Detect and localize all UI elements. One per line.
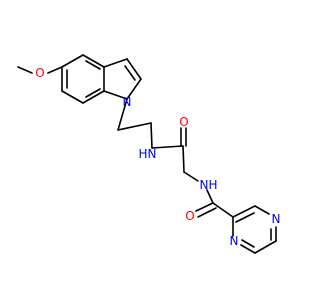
structure-diagram: O N O N H N H O N N xyxy=(17,54,280,254)
bond-c3-c2 xyxy=(126,58,142,80)
bond-pz-c2-c3-inner xyxy=(235,212,255,223)
bond-ch2-n2 xyxy=(183,171,199,182)
bond-pz-c2-c3 xyxy=(232,205,256,218)
bond-pz-c5-c6 xyxy=(254,240,277,254)
bond-c3-c2-inner xyxy=(124,65,136,81)
bond-ch2b-n xyxy=(150,122,153,149)
nitrogen-pyrazine-1: N xyxy=(272,212,281,226)
bond-pz-c6-n1-inner xyxy=(241,239,255,248)
oxygen-carbonyl-2: O xyxy=(185,209,194,223)
nitrogen-amide-1: N xyxy=(148,147,157,161)
bond-ch2a-ch2b xyxy=(117,122,152,131)
bond-c-ch2 xyxy=(182,145,185,173)
bond-c7a-c7-inner xyxy=(85,88,101,98)
bond-c7a-c7 xyxy=(82,90,105,104)
nitrogen-amide-2: N xyxy=(200,178,209,192)
bond-o-c5 xyxy=(47,66,63,74)
bond-c-pyrazine xyxy=(212,202,234,218)
bond-c4-c3a-inner xyxy=(85,60,101,70)
bond-pz-c6-n1 xyxy=(240,244,256,254)
bond-n1-ch2a xyxy=(117,98,128,131)
hydrogen-amide-1: H xyxy=(138,147,147,161)
bonds xyxy=(17,54,277,254)
bond-c2-n1 xyxy=(126,78,142,100)
bond-c3a-c3 xyxy=(103,58,128,68)
atom-labels: O N O N H N H O N N xyxy=(35,66,280,248)
bond-n2-c-carbonyl2 xyxy=(206,189,214,204)
nitrogen-indole: N xyxy=(123,95,132,109)
oxygen-methoxy: O xyxy=(35,66,44,80)
bond-n1-c7a xyxy=(103,90,128,100)
nitrogen-pyrazine-2: N xyxy=(230,234,239,248)
bond-c4-c3a xyxy=(82,54,105,68)
bond-pz-c3-n4 xyxy=(254,205,270,215)
oxygen-carbonyl-1: O xyxy=(179,115,188,129)
bond-c-o-carbonyl2-a xyxy=(195,202,214,212)
hydrogen-amide-2: H xyxy=(208,178,217,192)
bond-n-c-carbonyl1 xyxy=(151,145,184,149)
bond-c5-c4 xyxy=(61,54,84,68)
bond-c-o-carbonyl2-b xyxy=(197,207,217,218)
bond-c7-c6 xyxy=(61,90,84,104)
bond-methyl-o xyxy=(17,66,33,74)
